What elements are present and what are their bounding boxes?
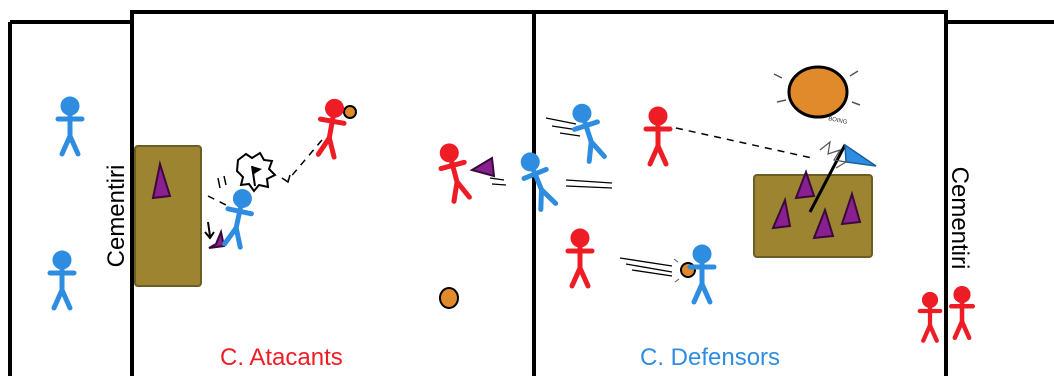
person-icon [517, 151, 560, 211]
speech-bubble-icon [217, 151, 277, 193]
cone-icon [151, 160, 172, 200]
mat-icon [753, 169, 873, 258]
person-icon [951, 288, 973, 338]
speed-lines [489, 117, 673, 277]
person-icon [314, 99, 347, 157]
person-icon [920, 294, 940, 341]
cone-icon [794, 169, 816, 200]
cone-icon [812, 206, 835, 240]
person-icon [58, 99, 82, 154]
person-icon [50, 253, 74, 308]
ball-motion [673, 258, 680, 283]
ball-icon [343, 105, 357, 119]
person-icon [436, 143, 473, 202]
arrow-icon [204, 221, 215, 240]
defense-zone-label: C. Defensors [640, 344, 781, 371]
cemetery-left-label: Cementiri [103, 164, 130, 268]
person-icon [646, 109, 670, 164]
cone-icon [771, 196, 792, 230]
person-icon [568, 103, 608, 163]
attackers [314, 99, 972, 340]
person-icon [221, 189, 256, 248]
impact-lines [819, 140, 848, 169]
cemetery-right-label: Cementiri [946, 166, 973, 270]
field-lines [8, 10, 1054, 376]
cone-icon [469, 156, 496, 178]
attack-zone-label: C. Atacants [220, 344, 343, 371]
person-icon [568, 231, 592, 286]
ball-icon [439, 287, 459, 309]
mat-icon [134, 145, 202, 287]
flag-icon [808, 143, 877, 213]
trajectories [207, 127, 813, 206]
cone-icon [840, 190, 862, 226]
ball-icon [773, 65, 861, 119]
